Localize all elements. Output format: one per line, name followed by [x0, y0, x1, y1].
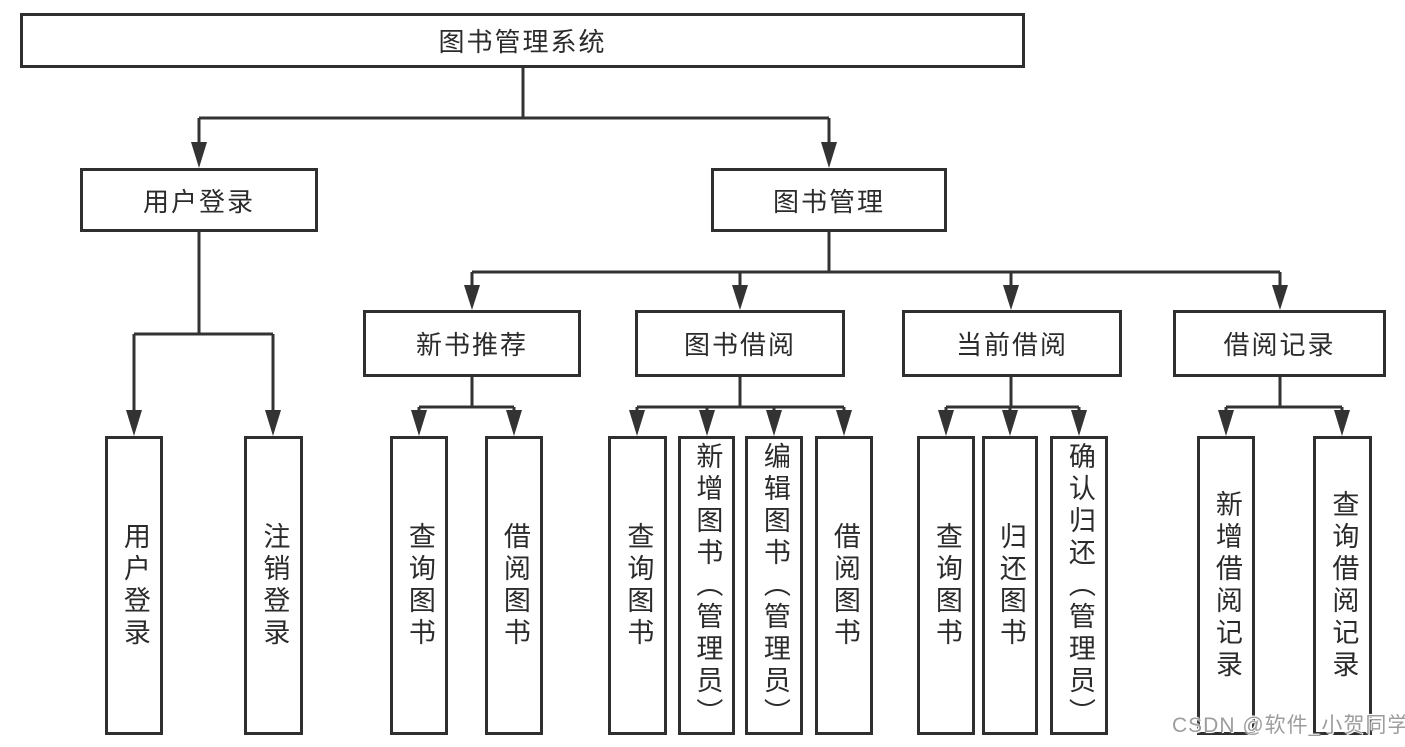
leaf-add-borrow-record: 新增借阅记录	[1197, 436, 1255, 735]
leaf-return-book-label: 归还图书	[995, 521, 1026, 650]
node-book-management: 图书管理	[711, 168, 947, 232]
node-user-login-label: 用户登录	[142, 186, 255, 217]
leaf-borrow-books-recommend-label: 借阅图书	[499, 521, 530, 650]
leaf-add-book-admin: 新增图书（管理员）	[678, 436, 735, 735]
leaf-edit-book-admin: 编辑图书（管理员）	[745, 436, 803, 735]
leaf-query-books-borrow-label: 查询图书	[623, 521, 654, 650]
node-borrow-records: 借阅记录	[1173, 310, 1386, 377]
node-root: 图书管理系统	[20, 13, 1025, 68]
leaf-query-borrow-record-label: 查询借阅记录	[1328, 489, 1359, 682]
edges-current-borrow-to-leaves	[938, 377, 1087, 436]
node-user-login: 用户登录	[80, 168, 318, 232]
node-book-management-label: 图书管理	[772, 186, 885, 217]
node-book-borrow: 图书借阅	[635, 310, 845, 377]
leaf-query-books-recommend: 查询图书	[390, 436, 448, 735]
leaf-logout-label: 注销登录	[259, 521, 290, 650]
edges-borrow-records-to-leaves	[1218, 377, 1350, 436]
leaf-borrow-books-borrow: 借阅图书	[815, 436, 873, 735]
node-new-book-recommend: 新书推荐	[363, 310, 581, 377]
node-root-label: 图书管理系统	[438, 27, 607, 57]
leaf-confirm-return-admin-label: 确认归还（管理员）	[1064, 441, 1095, 730]
leaf-logout: 注销登录	[244, 436, 303, 735]
leaf-query-books-borrow: 查询图书	[608, 436, 667, 735]
leaf-borrow-books-recommend: 借阅图书	[485, 436, 543, 735]
leaf-user-login-label: 用户登录	[119, 521, 150, 650]
edges-root-to-level2	[191, 68, 837, 168]
leaf-add-borrow-record-label: 新增借阅记录	[1211, 489, 1242, 682]
node-current-borrow-label: 当前借阅	[955, 330, 1068, 360]
leaf-edit-book-admin-label: 编辑图书（管理员）	[759, 441, 790, 730]
leaf-query-books-recommend-label: 查询图书	[404, 521, 435, 650]
leaf-confirm-return-admin: 确认归还（管理员）	[1050, 436, 1108, 735]
leaf-user-login: 用户登录	[105, 436, 163, 735]
leaf-borrow-books-borrow-label: 借阅图书	[829, 521, 860, 650]
node-new-book-recommend-label: 新书推荐	[415, 330, 528, 360]
node-borrow-records-label: 借阅记录	[1223, 330, 1336, 360]
csdn-watermark: CSDN @软件_小贺同学	[1172, 714, 1405, 737]
leaf-query-borrow-record: 查询借阅记录	[1313, 436, 1372, 735]
edges-user-login-to-leaves	[126, 232, 281, 436]
node-book-borrow-label: 图书借阅	[683, 330, 796, 360]
edges-book-borrow-to-leaves	[629, 377, 852, 436]
leaf-query-books-current: 查询图书	[917, 436, 975, 735]
leaf-return-book: 归还图书	[982, 436, 1038, 735]
edges-book-management-to-level3	[464, 232, 1288, 310]
leaf-query-books-current-label: 查询图书	[931, 521, 962, 650]
edges-new-book-recommend-to-leaves	[411, 377, 522, 436]
node-current-borrow: 当前借阅	[902, 310, 1122, 377]
leaf-add-book-admin-label: 新增图书（管理员）	[692, 441, 723, 730]
